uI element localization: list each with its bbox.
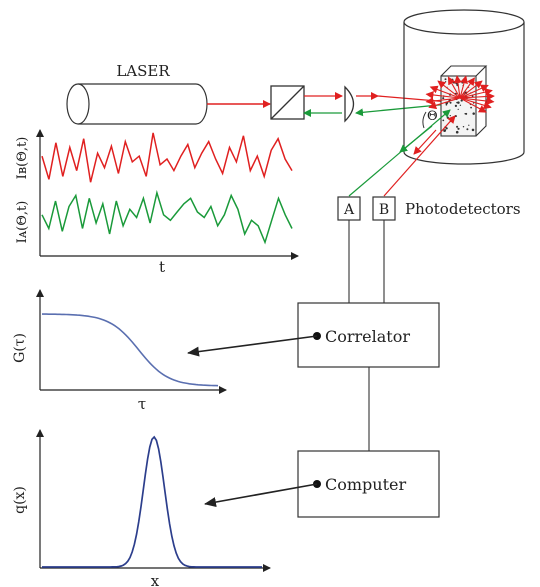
- signal-t-axis-label: t: [159, 258, 165, 276]
- signal-b-label: Iʙ(Θ,t): [15, 137, 30, 180]
- particle: [449, 101, 452, 104]
- particle: [442, 97, 445, 100]
- particle: [457, 127, 460, 130]
- signal-a-trace: [41, 189, 293, 245]
- particle: [471, 128, 475, 132]
- particle: [472, 112, 475, 115]
- correlation-curve: [42, 313, 219, 387]
- scatter-ray: [459, 77, 475, 99]
- detector-a: A: [337, 196, 361, 221]
- particle: [466, 128, 469, 131]
- svg-text:A: A: [343, 202, 355, 218]
- signal-b-trace: [41, 132, 293, 183]
- scatter-ray: [453, 75, 462, 99]
- scatter-ray: [459, 84, 489, 99]
- beam-to-detector-a: [348, 109, 451, 197]
- theta-arc: [422, 111, 427, 129]
- particle: [446, 116, 449, 119]
- beam-scatter-green: [399, 125, 433, 153]
- dist-y-axis-label: q(x): [12, 486, 28, 514]
- scatter-ray: [437, 80, 461, 99]
- particle: [445, 103, 448, 106]
- scatter-ray: [425, 97, 461, 105]
- scatter-ray: [447, 76, 461, 99]
- scatter-ray: [459, 88, 493, 99]
- particle: [444, 81, 447, 83]
- particle: [456, 101, 458, 104]
- particle: [470, 106, 472, 109]
- scatter-ray: [459, 75, 468, 99]
- photodetectors-label: Photodetectors: [405, 200, 521, 218]
- beam-to-detector-b: [383, 115, 456, 197]
- particle: [442, 119, 445, 122]
- particle: [471, 95, 474, 98]
- cuvette: [440, 65, 488, 137]
- particle: [456, 125, 459, 128]
- particle: [449, 114, 451, 117]
- scatter-ray: [429, 85, 461, 99]
- scatter-ray: [459, 80, 483, 99]
- particle: [464, 113, 466, 115]
- particle: [444, 78, 447, 81]
- scatter-ray: [459, 92, 495, 101]
- particle: [454, 104, 458, 108]
- laser-label: LASER: [116, 62, 170, 80]
- detector-b: B: [372, 196, 396, 221]
- computer-label: Computer: [325, 475, 406, 494]
- corr-y-axis-label: G(τ): [12, 333, 28, 363]
- correlator-label: Correlator: [325, 327, 410, 346]
- correlator-output-arrow: [187, 335, 318, 357]
- particle: [444, 129, 447, 131]
- scatter-ray: [425, 91, 461, 99]
- scatter-ray: [428, 97, 461, 110]
- theta-label: Θ: [427, 109, 438, 124]
- lens: [344, 85, 355, 123]
- corr-x-axis-label: τ: [138, 395, 146, 413]
- particle: [457, 108, 459, 110]
- distribution-plot: q(x) x: [12, 429, 271, 587]
- particle: [452, 81, 456, 84]
- beam-red-3: [377, 95, 450, 103]
- computer-box: Computer: [297, 450, 440, 518]
- computer-output-arrow: [204, 483, 318, 507]
- scattered-light: [425, 75, 495, 113]
- particle: [468, 124, 470, 126]
- signal-a-label: Iᴀ(Θ,t): [15, 201, 30, 244]
- particle: [445, 127, 448, 130]
- particle: [461, 81, 464, 84]
- beam-scatter-red: [413, 129, 437, 155]
- particle: [459, 104, 462, 106]
- particle: [451, 78, 454, 81]
- particle: [455, 130, 459, 134]
- particle: [460, 99, 463, 102]
- beam-splitter: [270, 85, 305, 120]
- dist-x-axis-label: x: [151, 572, 160, 587]
- distribution-curve: [42, 435, 262, 568]
- correlation-plot: G(τ) τ: [12, 289, 227, 413]
- scatter-ray: [459, 97, 487, 113]
- particle: [462, 125, 465, 128]
- sample-cylinder: [403, 9, 525, 165]
- intensity-plot: Iʙ(Θ,t) Iᴀ(Θ,t) t: [15, 129, 299, 276]
- svg-text:B: B: [379, 202, 389, 218]
- scatter-ray: [459, 97, 495, 105]
- laser-tube: [66, 83, 208, 125]
- particle: [457, 101, 460, 104]
- correlator-box: Correlator: [297, 302, 440, 368]
